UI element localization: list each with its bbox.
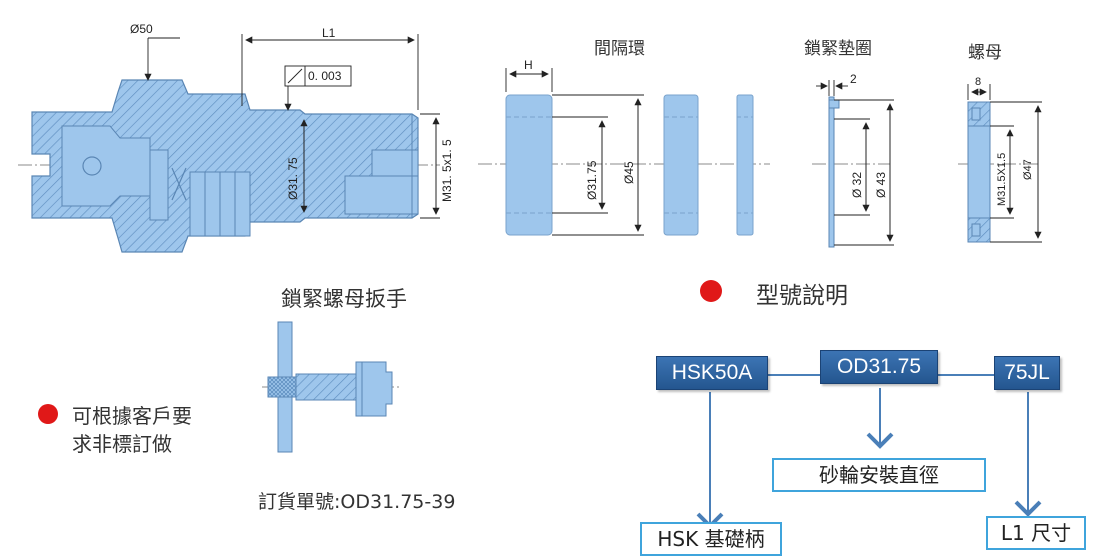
dim-d45: Ø45 (622, 161, 636, 184)
dim-tolerance: 0. 003 (308, 69, 342, 83)
washer-dimensions (816, 80, 894, 246)
model-desc-hsk-base: HSK 基礎柄 (640, 522, 782, 556)
dim-d3175-main: Ø31. 75 (286, 157, 300, 200)
dim-d47: Ø47 (1022, 159, 1034, 180)
dim-thread-nut: M31.5X1.5 (996, 152, 1008, 206)
label-nut: 螺母 (968, 43, 1002, 63)
label-wrench: 鎖緊螺母扳手 (281, 287, 407, 311)
bullet-model (700, 280, 722, 306)
dim-l1: L1 (322, 26, 336, 40)
custom-line1: 可根據客戶要 (72, 404, 192, 428)
model-code-od3175: OD31.75 (820, 350, 938, 384)
model-desc-l1-size: L1 尺寸 (986, 516, 1086, 550)
custom-line2: 求非標訂做 (72, 432, 172, 456)
spacer-rings (478, 94, 770, 236)
dim-thread-main: M31. 5x1. 5 (440, 139, 454, 202)
dim-d50: Ø50 (130, 22, 153, 36)
dim-d43: Ø 43 (874, 171, 888, 198)
dim-two: 2 (850, 72, 857, 86)
label-spacer: 間隔環 (594, 39, 645, 59)
model-connectors (696, 374, 1042, 529)
model-description-title: 型號說明 (756, 283, 848, 309)
nut-dimensions (967, 84, 1042, 243)
bullet-custom (38, 404, 58, 428)
spacer-dimensions (505, 68, 644, 236)
wrench-drawing (262, 321, 400, 453)
dim-d32: Ø 32 (850, 171, 864, 198)
order-number: 訂貨單號:OD31.75-39 (258, 491, 456, 513)
tool-holder-section (18, 79, 440, 253)
main-dimensions (144, 34, 440, 219)
dim-d3175-ring: Ø31.75 (585, 160, 599, 200)
label-lock-washer: 鎖緊墊圈 (804, 39, 872, 59)
nut-section (958, 101, 1040, 243)
dim-eight: 8 (975, 76, 982, 88)
dim-h: H (524, 58, 533, 72)
model-desc-wheel-diameter: 砂輪安裝直徑 (772, 458, 986, 492)
model-code-75jl: 75JL (994, 356, 1060, 390)
model-code-hsk50a: HSK50A (656, 356, 768, 390)
